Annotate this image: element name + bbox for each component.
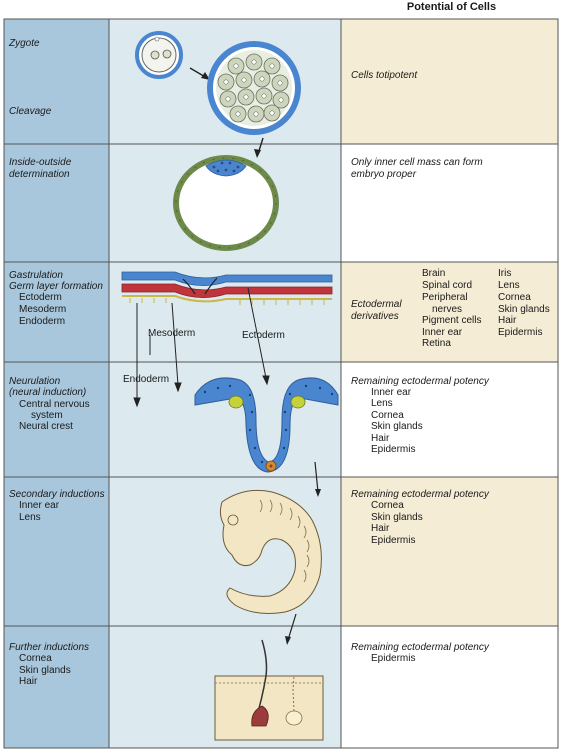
detail-mesoderm: Mesoderm xyxy=(19,304,67,315)
zygote-illustration xyxy=(135,31,183,79)
arrow-neural-embryo xyxy=(314,461,319,493)
stage-neural-induction: (neural induction) xyxy=(9,387,87,398)
potential-row5-item: Hair xyxy=(371,523,390,534)
detail-system: system xyxy=(31,410,63,421)
germ-layer-arrows xyxy=(133,287,270,408)
stage-further-inductions: Further inductions xyxy=(9,642,90,653)
detail-cns: Central nervous xyxy=(19,399,90,410)
detail-hair: Hair xyxy=(19,676,38,687)
stage-neurulation: Neurulation xyxy=(9,376,61,387)
derivative-retina: Retina xyxy=(422,338,451,349)
potential-row4-item: Lens xyxy=(371,398,393,409)
stage-gastrulation: Gastrulation xyxy=(9,270,63,281)
potential-bg-row5 xyxy=(341,477,558,626)
potential-row5-title: Remaining ectodermal potency xyxy=(351,489,489,500)
derivative-lens: Lens xyxy=(498,280,520,291)
potential-totipotent: Cells totipotent xyxy=(351,70,418,81)
detail-inner-ear: Inner ear xyxy=(19,500,60,511)
derivative-epidermis: Epidermis xyxy=(498,327,543,338)
arrowhead xyxy=(254,149,261,158)
label-ectoderm: Ectoderm xyxy=(242,330,285,341)
potential-row5-item: Cornea xyxy=(371,500,404,511)
potential-row4-title: Remaining ectodermal potency xyxy=(351,376,489,387)
potential-column-header: Potential of Cells xyxy=(406,1,497,13)
derivative-spinal-cord: Spinal cord xyxy=(422,280,473,291)
derivative-hair: Hair xyxy=(498,315,517,326)
stage-cleavage: Cleavage xyxy=(9,106,52,117)
germ-layer-illustration xyxy=(121,271,333,305)
skin-illustration xyxy=(214,639,324,741)
potential-row4-item: Hair xyxy=(371,433,390,444)
arrowhead xyxy=(285,636,291,645)
potential-row4-item: Skin glands xyxy=(371,421,423,432)
label-endoderm: Endoderm xyxy=(123,374,170,385)
morula-illustration xyxy=(207,41,301,135)
potential-row5-item: Epidermis xyxy=(371,535,416,546)
potential-row6-title: Remaining ectodermal potency xyxy=(351,642,489,653)
derivative-nerves: nerves xyxy=(432,304,463,315)
arrowhead xyxy=(315,489,321,497)
table-border xyxy=(3,18,559,749)
stage-zygote: Zygote xyxy=(9,38,40,49)
stage-germ-layer: Germ layer formation xyxy=(9,281,103,292)
derivative-skin-glands: Skin glands xyxy=(498,304,550,315)
arrow-embryo-skin xyxy=(287,613,297,641)
potential-row5-item: Skin glands xyxy=(371,512,423,523)
potential-row4-item: Inner ear xyxy=(371,387,412,398)
label-mesoderm: Mesoderm xyxy=(148,328,196,339)
potential-bg-row6 xyxy=(341,626,558,748)
potential-bg-row4 xyxy=(341,362,558,477)
stage-secondary-inductions: Secondary inductions xyxy=(9,489,105,500)
stage-inside-outside: Inside-outside determination xyxy=(9,157,72,180)
derivative-brain: Brain xyxy=(422,268,446,279)
derivative-inner-ear: Inner ear xyxy=(422,327,463,338)
potential-bg-row3 xyxy=(341,262,558,362)
potential-row6-item: Epidermis xyxy=(371,653,416,664)
derivative-cornea: Cornea xyxy=(498,292,531,303)
detail-ectoderm: Ectoderm xyxy=(19,292,62,303)
neural-tube-illustration xyxy=(194,377,339,473)
potential-bg-row1 xyxy=(341,19,558,144)
arrowhead xyxy=(201,72,210,80)
potential-inner-cell-mass: Only inner cell mass can form embryo pro… xyxy=(351,157,483,180)
derivative-peripheral: Peripheral xyxy=(422,292,468,303)
blastocyst-illustration xyxy=(173,155,279,251)
potential-row4-item: Epidermis xyxy=(371,444,416,455)
detail-cornea: Cornea xyxy=(19,653,52,664)
detail-endoderm: Endoderm xyxy=(19,316,66,327)
embryo-illustration xyxy=(219,489,322,614)
derivative-pigment-cells: Pigment cells xyxy=(422,315,482,326)
detail-lens: Lens xyxy=(19,512,41,523)
detail-skin-glands: Skin glands xyxy=(19,665,71,676)
potential-row4-item: Cornea xyxy=(371,410,404,421)
potential-bg-row2 xyxy=(341,144,558,262)
detail-neural-crest: Neural crest xyxy=(19,421,73,432)
derivative-iris: Iris xyxy=(498,268,512,279)
potential-ectodermal-derivatives: Ectodermal derivatives xyxy=(351,299,402,322)
